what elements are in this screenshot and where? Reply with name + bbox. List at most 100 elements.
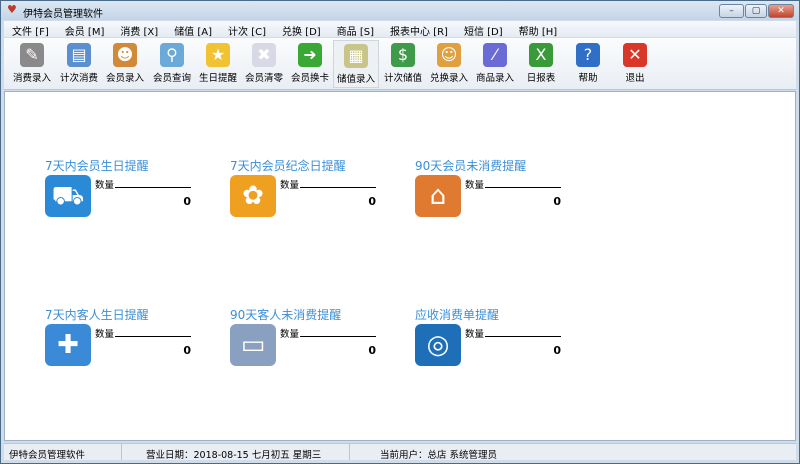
toolbar-button-12[interactable]: ?帮助	[565, 40, 611, 88]
window-title: 伊特会员管理软件	[23, 9, 103, 20]
menu-item-6[interactable]: 商品 [S]	[336, 27, 375, 38]
toolbar-label: 生日提醒	[198, 73, 237, 84]
toolbar-button-10[interactable]: ⁄ 商品录入	[472, 40, 518, 88]
divider	[115, 336, 191, 337]
menu-item-8[interactable]: 短信 [D]	[463, 27, 503, 38]
reminder-panel: 7天内会员生日提醒 ⛟ 数量 0 7天内会员纪念日提醒 ✿ 数量 0 90天会员未消费提醒 ⌂ 数量…	[4, 91, 796, 441]
users-icon: ☻	[113, 43, 137, 67]
toolbar-button-7[interactable]: ▦ 储值录入	[333, 40, 379, 88]
quantity-label: 数量	[465, 329, 485, 340]
flower-box-icon: ✿	[230, 175, 276, 217]
title-bar: ♥ 伊特会员管理软件 – ▢ ✕	[1, 1, 799, 20]
toolbar-button-2[interactable]: ☻ 会员录入	[102, 40, 148, 88]
coins-icon: ◎	[415, 324, 461, 366]
toolbar-button-9[interactable]: ☺ 兑换录入	[426, 40, 472, 88]
menu-bar: 文件 [F] 会员 [M] 消费 [X] 储值 [A] 计次 [C] 兑换 [D] 商品 […	[4, 21, 796, 38]
quantity-label: 数量	[465, 180, 485, 191]
quantity-value: 0	[368, 344, 376, 357]
toolbar-label: 计次消费	[59, 73, 98, 84]
menu-item-2[interactable]: 消费 [X]	[120, 27, 159, 38]
toolbar-label: 会员录入	[105, 73, 144, 84]
divider	[485, 336, 561, 337]
menu-item-7[interactable]: 报表中心 [R]	[390, 27, 448, 38]
status-current-user: 当前用户：总店 系统管理员	[350, 444, 796, 461]
menu-item-3[interactable]: 储值 [A]	[174, 27, 213, 38]
reminder-card[interactable]: 7天内客人生日提醒 ✚ 数量 0	[45, 306, 205, 376]
divider	[115, 187, 191, 188]
toolbar-button-13[interactable]: ✕ 退出	[612, 40, 658, 88]
document-x-icon: ✖	[252, 43, 276, 67]
arrow-right-circle-icon: ➜	[298, 43, 322, 67]
toolbar-label: 帮助	[578, 73, 598, 84]
card-title[interactable]: 90天客人未消费提醒	[230, 308, 342, 322]
toolbar-label: 兑换录入	[429, 73, 468, 84]
cash-register-icon: ▦	[344, 44, 368, 68]
paper-stack-icon: ▭	[230, 324, 276, 366]
close-button[interactable]: ✕	[768, 4, 794, 18]
quantity-value: 0	[553, 344, 561, 357]
toolbar-button-5[interactable]: ✖ 会员清零	[241, 40, 287, 88]
toolbar-label: 储值录入	[336, 74, 375, 85]
quantity-label: 数量	[95, 329, 115, 340]
reminder-card[interactable]: 7天内会员生日提醒 ⛟ 数量 0	[45, 157, 205, 227]
user-value: 总店 系统管理员	[427, 450, 498, 461]
toolbar-label: 会员换卡	[290, 73, 329, 84]
date-label: 营业日期：	[146, 450, 194, 461]
delivery-truck-icon: ⛟	[45, 175, 91, 217]
minimize-button[interactable]: –	[719, 4, 744, 18]
card-title[interactable]: 7天内会员纪念日提醒	[230, 159, 346, 173]
toolbar-label: 会员清零	[244, 73, 283, 84]
quantity-label: 数量	[95, 180, 115, 191]
toolbar-button-0[interactable]: ✎消费录入	[9, 40, 55, 88]
star-icon: ★	[206, 43, 230, 67]
quantity-value: 0	[368, 195, 376, 208]
toolbar-label: 会员查询	[152, 73, 191, 84]
toolbar-button-4[interactable]: ★ 生日提醒	[195, 40, 241, 88]
quantity-value: 0	[183, 195, 191, 208]
toolbar-button-3[interactable]: ⚲ 会员查询	[149, 40, 195, 88]
menu-item-4[interactable]: 计次 [C]	[228, 27, 266, 38]
menu-item-5[interactable]: 兑换 [D]	[281, 27, 321, 38]
toolbar-button-6[interactable]: ➜ 会员换卡	[287, 40, 333, 88]
status-bar: 伊特会员管理软件 营业日期：2018-08-15 七月初五 星期三 当前用户：总…	[4, 443, 796, 461]
toolbar-label: 计次储值	[383, 73, 422, 84]
gift-icon: ☺	[437, 43, 461, 67]
exit-icon: ✕	[623, 43, 647, 67]
money-icon: $	[391, 43, 415, 67]
toolbar-label: 商品录入	[475, 73, 514, 84]
card-title[interactable]: 90天会员未消费提醒	[415, 159, 527, 173]
quantity-label: 数量	[280, 329, 300, 340]
menu-item-1[interactable]: 会员 [M]	[64, 27, 105, 38]
gift-box-icon: ✚	[45, 324, 91, 366]
maximize-button[interactable]: ▢	[745, 4, 767, 18]
house-icon: ⌂	[415, 175, 461, 217]
toolbar-label: 日报表	[526, 73, 556, 84]
status-app-name: 伊特会员管理软件	[4, 444, 122, 461]
edit-board-icon: ⁄	[483, 43, 507, 67]
card-title[interactable]: 7天内客人生日提醒	[45, 308, 149, 322]
toolbar: ✎消费录入 ▤ 计次消费 ☻ 会员录入 ⚲ 会员查询 ★ 生日提醒 ✖ 会员清零 ➜ 会员换卡 ▦ 储值录入…	[4, 38, 796, 90]
magnifier-icon: ⚲	[160, 43, 184, 67]
quantity-value: 0	[183, 344, 191, 357]
toolbar-button-8[interactable]: $ 计次储值	[380, 40, 426, 88]
app-logo-icon: ♥	[7, 3, 17, 16]
reminder-card[interactable]: 90天客人未消费提醒 ▭ 数量 0	[230, 306, 390, 376]
divider	[300, 336, 376, 337]
reminder-card[interactable]: 90天会员未消费提醒 ⌂ 数量 0	[415, 157, 575, 227]
user-label: 当前用户：	[380, 450, 428, 461]
divider	[485, 187, 561, 188]
menu-item-0[interactable]: 文件 [F]	[12, 27, 49, 38]
reminder-card[interactable]: 应收消费单提醒 ◎ 数量 0	[415, 306, 575, 376]
reminder-card[interactable]: 7天内会员纪念日提醒 ✿ 数量 0	[230, 157, 390, 227]
card-title[interactable]: 7天内会员生日提醒	[45, 159, 149, 173]
toolbar-label: 退出	[625, 73, 645, 84]
menu-item-9[interactable]: 帮助 [H]	[518, 27, 558, 38]
card-title[interactable]: 应收消费单提醒	[415, 308, 500, 322]
toolbar-button-1[interactable]: ▤ 计次消费	[56, 40, 102, 88]
quantity-value: 0	[553, 195, 561, 208]
divider	[300, 187, 376, 188]
status-business-date: 营业日期：2018-08-15 七月初五 星期三	[122, 444, 350, 461]
form-pencil-icon: ▤	[67, 43, 91, 67]
quantity-label: 数量	[280, 180, 300, 191]
